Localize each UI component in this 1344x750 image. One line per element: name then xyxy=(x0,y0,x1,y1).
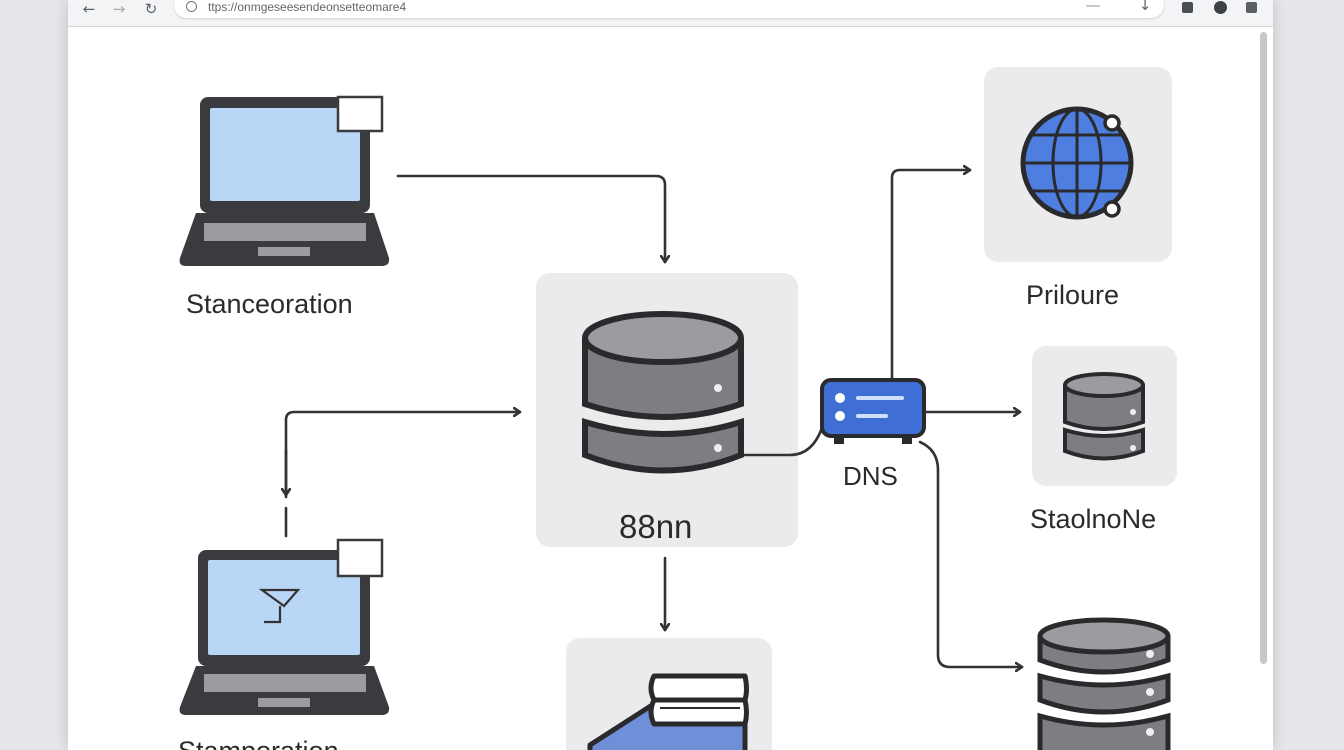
menu-button[interactable] xyxy=(1240,0,1262,18)
laptop-top-icon xyxy=(179,95,390,266)
minimize-button[interactable]: — xyxy=(1082,0,1104,16)
extension-icon xyxy=(1181,1,1193,13)
server-stack-icon xyxy=(1037,617,1171,750)
forward-button[interactable]: → xyxy=(108,0,130,20)
connector-laptop-top-to-db xyxy=(396,174,665,264)
laptop-bottom-icon xyxy=(179,538,390,715)
profile-icon xyxy=(1213,0,1227,14)
download-icon: ↓ xyxy=(1138,0,1152,14)
address-bar[interactable]: — ↓ xyxy=(174,0,1164,18)
storage-db-icon xyxy=(1063,372,1145,461)
central-db-label: 88nn xyxy=(619,508,693,545)
storage-label: StaolnoNe xyxy=(1030,504,1157,534)
connector-loop-to-db xyxy=(284,412,522,499)
arrow-left-icon: ← xyxy=(82,0,96,18)
profile-button[interactable] xyxy=(1209,0,1231,18)
network-diagram: Stanceoration Stamporation 88nn DNS Pril… xyxy=(68,0,1273,750)
laptop-bottom-label: Stamporation xyxy=(178,736,339,750)
minimize-icon: — xyxy=(1085,0,1101,14)
menu-icon xyxy=(1245,1,1257,13)
books-icon xyxy=(587,673,749,750)
back-button[interactable]: ← xyxy=(78,0,100,20)
browser-toolbar: ← → ↻ — ↓ xyxy=(68,0,1273,27)
router-icon xyxy=(820,378,926,444)
vertical-scrollbar[interactable] xyxy=(1260,32,1267,664)
reload-icon: ↻ xyxy=(144,0,158,18)
diagram-canvas xyxy=(179,95,1171,750)
connector-dns-to-globe xyxy=(890,170,972,380)
dns-label: DNS xyxy=(843,461,898,491)
arrow-right-icon: → xyxy=(112,0,126,18)
url-input[interactable] xyxy=(206,0,1110,16)
site-info-icon[interactable] xyxy=(186,1,197,12)
laptop-top-label: Stanceoration xyxy=(186,289,353,319)
globe-icon xyxy=(1020,106,1134,220)
central-db-icon xyxy=(582,311,744,474)
connector-dns-to-server xyxy=(918,440,1024,667)
connector-db-to-dns xyxy=(742,426,824,457)
extension-button[interactable] xyxy=(1176,0,1198,18)
download-button[interactable]: ↓ xyxy=(1134,0,1156,16)
globe-label: Priloure xyxy=(1026,280,1120,310)
reload-button[interactable]: ↻ xyxy=(140,0,162,20)
browser-window: ← → ↻ — ↓ xyxy=(68,0,1273,750)
